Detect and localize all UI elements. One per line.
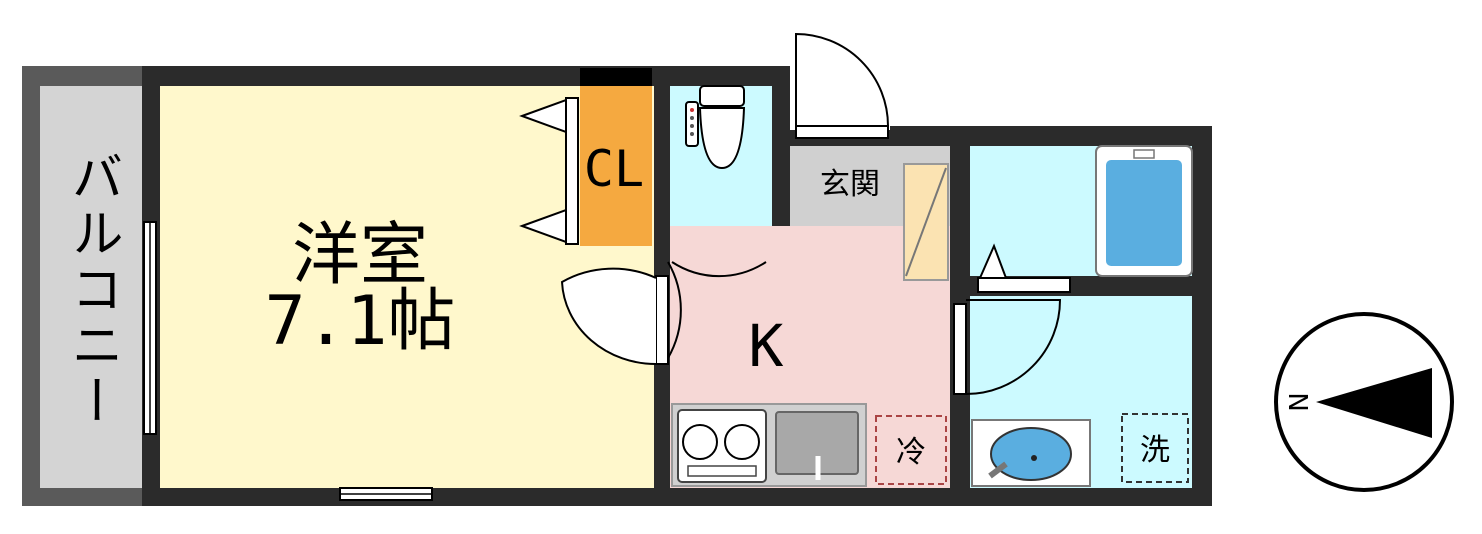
closet-lintel — [580, 68, 652, 86]
closet-door-hinge-bottom — [519, 208, 567, 244]
closet-door-hinge-top — [519, 98, 567, 134]
room-door — [560, 261, 767, 366]
kitchen-counter — [671, 403, 867, 487]
compass-north-letter: N — [1285, 392, 1315, 411]
kitchen-label: K — [749, 312, 784, 380]
western-room-size-label: 7.1帖 — [265, 282, 456, 361]
fridge-label: 冷 — [896, 435, 926, 470]
toilet-icon — [685, 85, 746, 170]
compass-icon: N — [1274, 312, 1454, 492]
entrance-label: 玄関 — [820, 167, 880, 202]
western-room-label: 洋室 — [292, 216, 428, 295]
shoe-box — [903, 163, 949, 281]
fridge-space — [875, 415, 947, 485]
closet-door-panel — [565, 97, 579, 245]
closet-area — [580, 86, 652, 246]
washbasin-icon — [971, 419, 1091, 487]
washer-space — [1121, 413, 1189, 483]
bathtub-icon — [1095, 145, 1193, 277]
washroom-door — [953, 299, 1062, 395]
bathroom-door — [977, 243, 1071, 293]
washer-label: 洗 — [1140, 433, 1170, 468]
closet-label: CL — [584, 140, 644, 198]
balcony-label: バルコニー — [62, 150, 122, 430]
balcony-area — [40, 86, 142, 488]
entrance-door — [790, 30, 890, 139]
